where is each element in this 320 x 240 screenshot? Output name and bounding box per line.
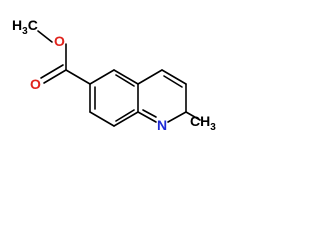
bond-carbonyl-to-ring <box>65 69 91 85</box>
bond-ring-b5 <box>137 111 157 123</box>
bond-ring-a-inner-3 <box>115 74 135 87</box>
bond-ring-a-inner-2 <box>115 109 135 122</box>
bond-ring-a2 <box>89 111 115 127</box>
bond-ring-to-methyl <box>185 111 201 121</box>
label-carbonyl-oxygen: O <box>30 76 41 92</box>
label-ring-nitrogen: N <box>157 117 167 133</box>
bond-ring-a3 <box>113 111 139 127</box>
bond-ring-b-inner-1 <box>163 75 183 88</box>
bond-methyl-to-ester-oxygen <box>37 30 53 43</box>
bond-ring-a6 <box>89 69 115 85</box>
chemical-structure-diagram: H3C O O N CH3 <box>12 17 216 133</box>
bond-ring-b-inner-2 <box>142 109 157 118</box>
bond-ring-b4 <box>167 111 187 123</box>
bond-ring-a5 <box>113 69 139 85</box>
label-ester-methyl: H3C <box>12 17 38 37</box>
bond-carbonyl-double-a <box>43 69 67 84</box>
bond-ring-b2 <box>161 69 187 85</box>
bond-carbonyl-double-b <box>40 64 64 79</box>
label-ring-methyl: CH3 <box>190 113 216 133</box>
label-ester-oxygen: O <box>54 33 65 49</box>
bond-ring-b1 <box>137 69 163 85</box>
